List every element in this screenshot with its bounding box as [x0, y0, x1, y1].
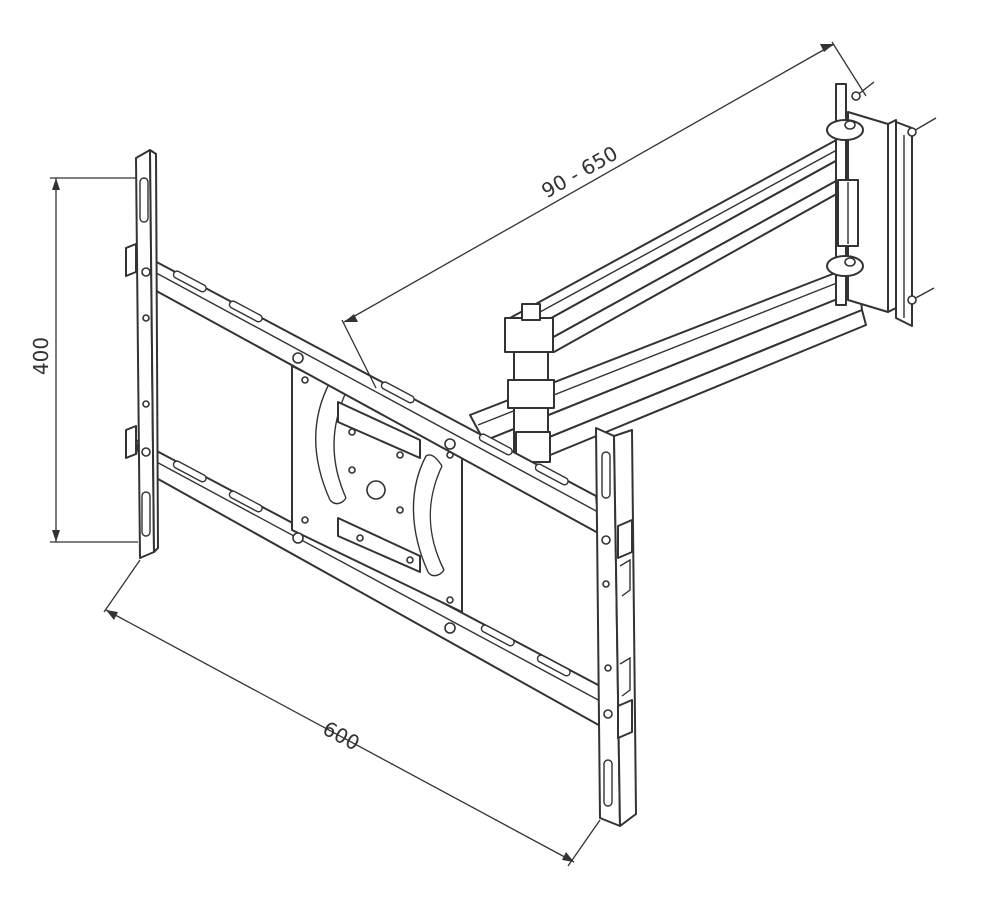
wall-plate [826, 83, 913, 327]
left-vertical-arm [125, 149, 159, 559]
pivot-column [504, 303, 555, 463]
width-label: 600 [319, 716, 364, 755]
dimension-height: 400 [29, 177, 138, 543]
right-vertical-arm [595, 427, 637, 827]
lower-arm [469, 267, 867, 466]
wall-screws [851, 81, 937, 305]
rail-slots [172, 270, 571, 677]
height-label: 400 [29, 337, 53, 375]
dimension-width: 600 [103, 559, 601, 867]
